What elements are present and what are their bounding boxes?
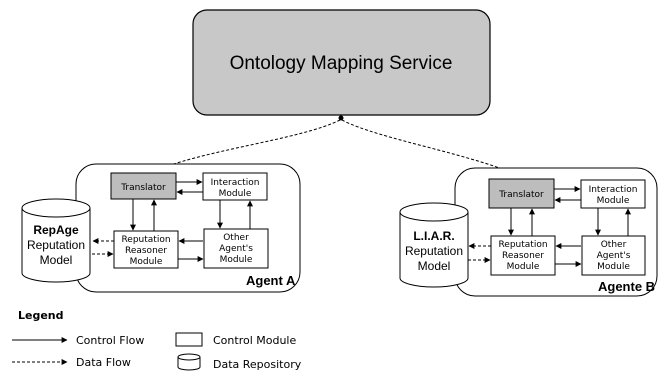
- agent-b-translator: [488, 178, 555, 209]
- agent-b-reasoner-label-3: Module: [507, 262, 540, 272]
- legend-data-repository-label: Data Repository: [213, 358, 302, 371]
- ontology-mapping-service: Ontology Mapping Service: [192, 9, 491, 116]
- agent-a-other-label-1: Other: [223, 233, 249, 243]
- agent-b-other-label-2: Agent's: [597, 251, 631, 261]
- agent-b-other-label-3: Module: [597, 262, 630, 272]
- agent-a-reasoner-label-1: Reputation: [121, 235, 170, 245]
- legend-control-flow-label: Control Flow: [76, 334, 144, 347]
- agent-a-reasoner-module: [113, 230, 179, 269]
- agent-a-repo-label-3: Model: [40, 253, 73, 267]
- agent-a-other-label-2: Agent's: [219, 244, 253, 254]
- legend-data-repository-icon: [177, 353, 201, 371]
- agent-a-interaction-module: [202, 172, 268, 201]
- agent-b-translator-label: Translator: [498, 190, 544, 200]
- agent-a-repo-label-2: Reputation: [27, 238, 85, 252]
- agent-b-interaction-label-1: Interaction: [589, 185, 638, 195]
- agent-b-repo-label-2: Reputation: [405, 244, 463, 258]
- agent-a-reasoner-label-3: Module: [130, 257, 163, 267]
- agent-a-interaction-label-2: Module: [219, 189, 252, 199]
- agent-b-name: Agente B: [598, 279, 655, 294]
- agent-b-reasoner-label-1: Reputation: [498, 240, 547, 250]
- agent-b-repo-label-1: L.I.A.R.: [413, 229, 454, 243]
- agent-b: Agente B Translator Interaction Module R…: [454, 167, 658, 297]
- agent-a-other-label-3: Module: [220, 255, 253, 265]
- agent-a-repository: RepAge Reputation Model: [21, 198, 91, 283]
- agent-a-translator-label: Translator: [120, 183, 166, 193]
- service-title: Ontology Mapping Service: [230, 53, 453, 74]
- agent-b-interaction-label-2: Module: [597, 196, 630, 206]
- legend: Legend Control Flow Data Flow Control Mo…: [12, 309, 302, 371]
- legend-control-module-icon: [175, 332, 203, 347]
- legend-title: Legend: [18, 309, 64, 322]
- agent-b-other-label-1: Other: [601, 240, 627, 250]
- agent-a-interaction-label-1: Interaction: [211, 178, 260, 188]
- agent-a-other-module: [203, 228, 269, 269]
- agent-b-other-module: [581, 235, 646, 276]
- agent-b-reasoner-module: [490, 235, 556, 276]
- agent-b-interaction-module: [580, 179, 646, 209]
- agent-b-reasoner-label-2: Reasoner: [502, 251, 544, 261]
- agent-a-repo-label-1: RepAge: [33, 223, 79, 237]
- service-connector-dot: [338, 115, 344, 121]
- agent-a-translator: [110, 172, 177, 200]
- legend-data-flow-label: Data Flow: [76, 356, 131, 369]
- agent-b-repo-label-3: Model: [418, 259, 451, 273]
- agent-b-repository: L.I.A.R. Reputation Model: [399, 202, 469, 288]
- agent-a-reasoner-label-2: Reasoner: [125, 246, 167, 256]
- legend-control-module-label: Control Module: [213, 334, 296, 347]
- agent-a-name: Agent A: [246, 273, 296, 288]
- agent-a: Agent A Translator Interaction Module Re…: [75, 163, 301, 293]
